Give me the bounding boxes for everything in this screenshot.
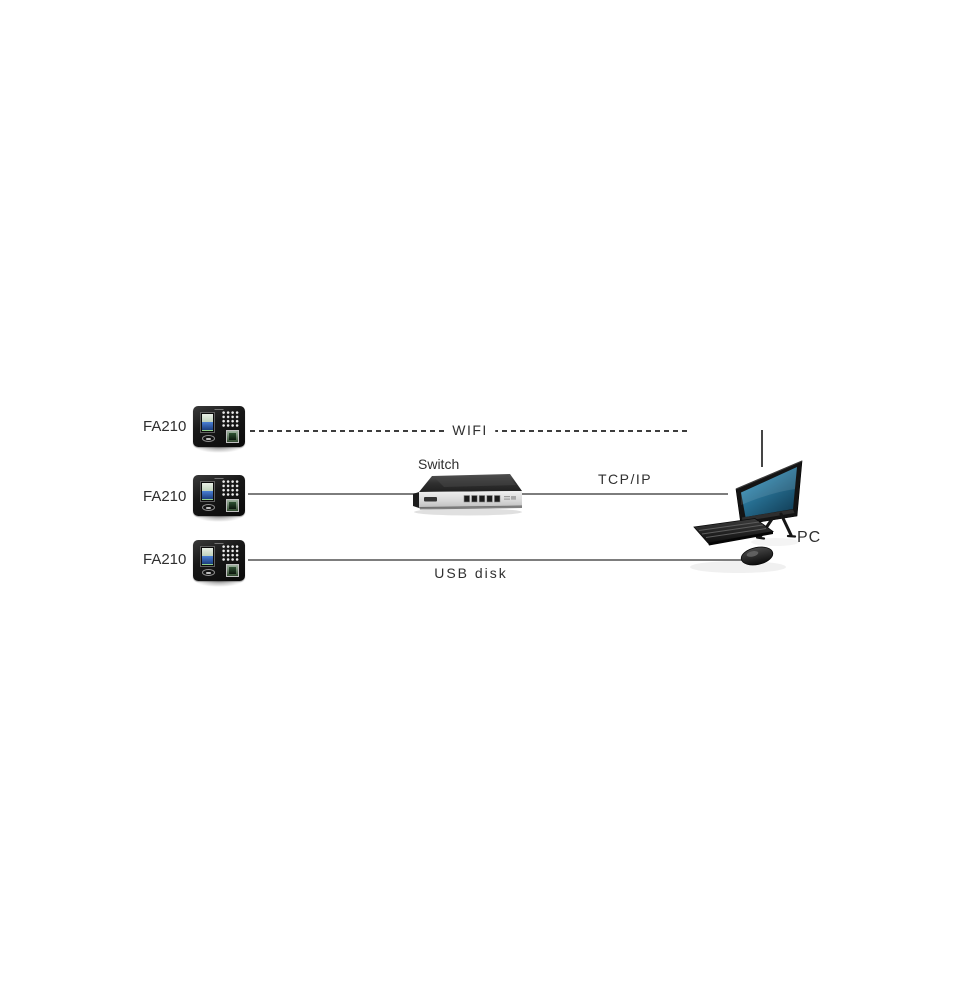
mouse-icon	[740, 546, 774, 566]
device-screen	[200, 546, 215, 567]
device-keypad	[222, 411, 240, 428]
device-fingerprint-sensor	[226, 430, 239, 443]
device-speaker-slot	[206, 437, 211, 440]
monitor-icon	[735, 460, 803, 526]
switch-side-panel	[413, 492, 419, 508]
device-speaker	[202, 569, 215, 576]
device-lcd	[202, 491, 213, 500]
device-screen	[200, 481, 215, 502]
device3-label: FA210	[143, 551, 187, 568]
switch-brand-badge	[424, 497, 437, 502]
device-logo-mark	[214, 542, 224, 544]
wifi-to-pc-line	[761, 430, 763, 467]
device-fingerprint-sensor	[226, 499, 239, 512]
usb-connection-line	[248, 559, 762, 561]
device-speaker-slot	[206, 506, 211, 509]
switch-label: Switch	[418, 456, 460, 472]
device2-label: FA210	[143, 488, 187, 505]
stand-feet	[755, 534, 797, 540]
device-camera-window	[202, 483, 213, 491]
device-keypad	[222, 545, 240, 562]
device-screen	[200, 412, 215, 433]
switch-top-sheen	[434, 475, 516, 487]
device-lcd	[202, 422, 213, 431]
wifi-link-label: WIFI	[445, 422, 495, 438]
switch-ports	[463, 495, 501, 503]
switch-right-markings	[504, 496, 516, 500]
device-fingerprint-window	[229, 433, 236, 440]
device1-label: FA210	[143, 418, 187, 435]
device-speaker-slot	[206, 571, 211, 574]
device-logo-mark	[214, 477, 224, 479]
device-shadow	[195, 447, 243, 453]
usb-link-label: USB disk	[434, 565, 508, 581]
monitor-screen	[741, 467, 797, 517]
keyboard-icon	[693, 518, 775, 546]
fa210-terminal-icon	[193, 406, 245, 453]
screen-glare	[741, 467, 797, 505]
device-shadow	[195, 516, 243, 522]
device-keypad	[222, 480, 240, 497]
tcpip-link-label: TCP/IP	[597, 471, 653, 487]
device-fingerprint-sensor	[226, 564, 239, 577]
network-switch-icon	[413, 474, 522, 516]
device-fingerprint-window	[229, 502, 236, 509]
switch-base-edge	[419, 505, 522, 510]
device-lcd	[202, 556, 213, 565]
device-logo-mark	[214, 408, 224, 410]
keyboard-reflection	[690, 561, 786, 573]
device-fingerprint-window	[229, 567, 236, 574]
device-speaker	[202, 504, 215, 511]
pc-label: PC	[797, 529, 822, 546]
stand-reflection	[751, 538, 799, 546]
device-speaker	[202, 435, 215, 442]
device-shadow	[195, 581, 243, 587]
fa210-terminal-icon	[193, 540, 245, 587]
device-camera-window	[202, 548, 213, 556]
fa210-terminal-icon	[193, 475, 245, 522]
device-camera-window	[202, 414, 213, 422]
desktop-computer-icon	[690, 460, 803, 573]
switch-shadow	[414, 508, 522, 516]
